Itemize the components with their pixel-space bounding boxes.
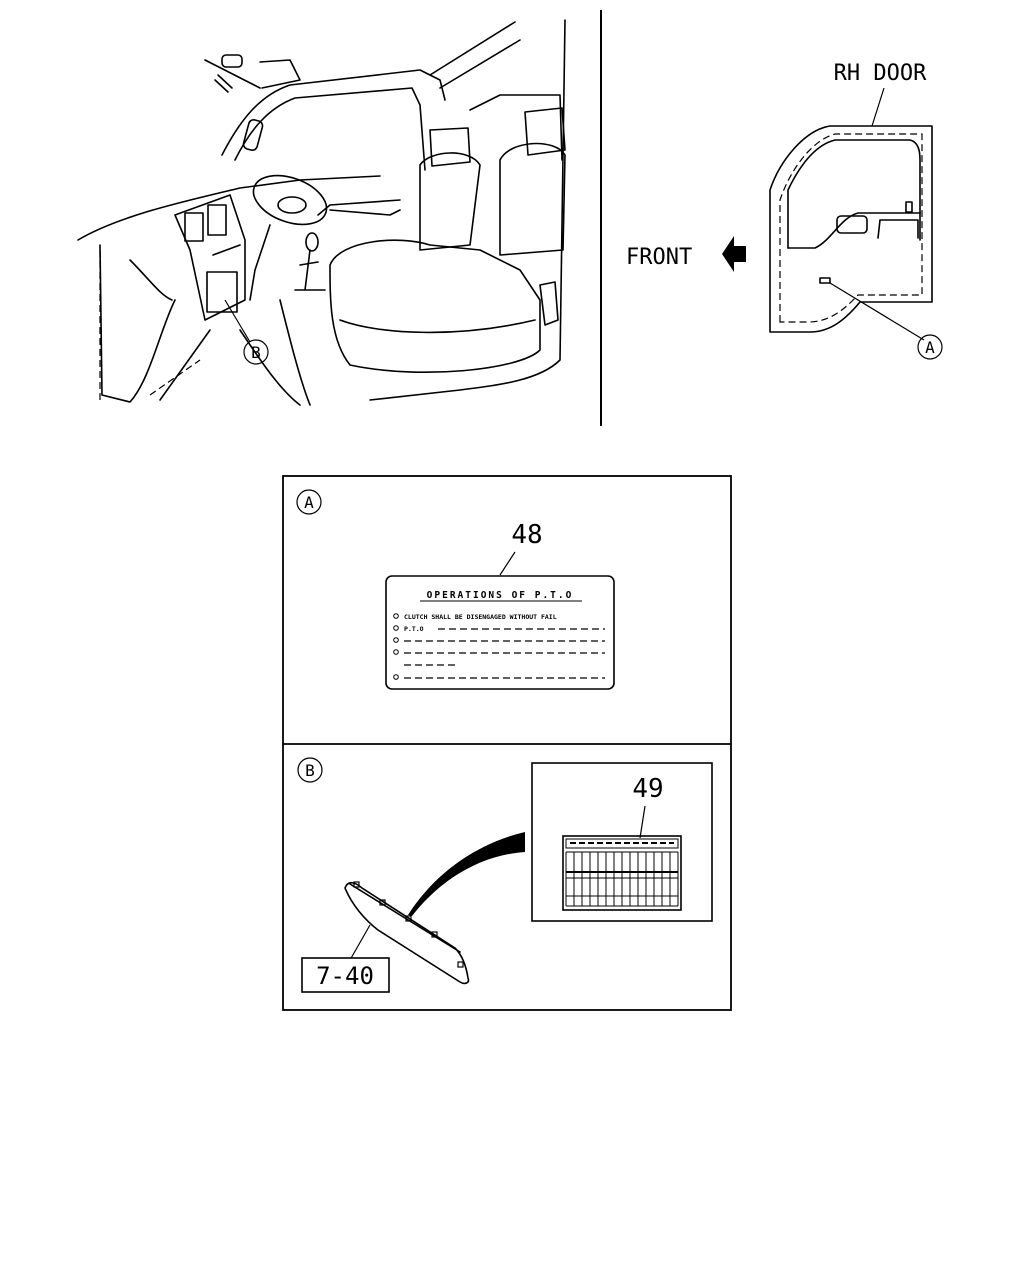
callout-a: A [917, 334, 943, 360]
inset-49-frame [531, 762, 713, 922]
console-lid-part [344, 881, 470, 985]
callout-a-letter: A [925, 338, 935, 357]
front-direction: FRONT [626, 236, 746, 272]
front-arrow-icon [722, 236, 746, 272]
pto-label-plate: OPERATIONS OF P.T.O CLUTCH SHALL BE DISE… [385, 575, 615, 690]
part-number-49: 49 [632, 774, 663, 804]
detail-pointer [408, 832, 525, 916]
callout-b: B [243, 339, 269, 365]
panel-b: B 49 [297, 757, 713, 993]
front-label: FRONT [626, 245, 692, 270]
pto-label-line1: CLUTCH SHALL BE DISENGAGED WITHOUT FAIL [404, 613, 557, 621]
panel-a-marker: A [304, 493, 314, 512]
detail-frame [282, 475, 732, 1011]
rh-door-label: RH DOOR [834, 61, 927, 86]
panel-a: A 48 OPERATIONS OF P.T.O CLUTCH SHALL BE… [296, 489, 615, 690]
rh-door-illustration [769, 87, 933, 341]
label-49-plate [562, 835, 682, 911]
ref-page-box [301, 957, 390, 993]
part-number-48: 48 [511, 520, 542, 550]
pto-label-title: OPERATIONS OF P.T.O [427, 590, 574, 601]
ref-page-label: 7-40 [316, 962, 374, 990]
cab-interior-illustration [77, 19, 566, 406]
pto-label-line2: P.T.O [404, 625, 424, 633]
callout-b-letter: B [251, 343, 261, 362]
panel-b-marker: B [305, 761, 315, 780]
